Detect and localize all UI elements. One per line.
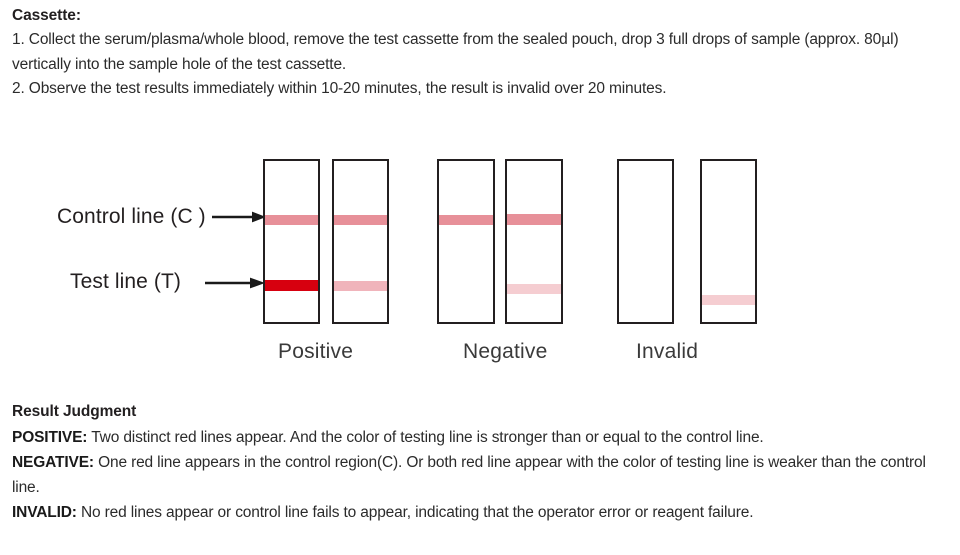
- result-judgment-title: Result Judgment: [12, 403, 137, 420]
- test-strip-positive-2: [332, 159, 389, 324]
- microliter-symbol: μ: [881, 32, 891, 49]
- instructions-block: Cassette: 1. Collect the serum/plasma/wh…: [12, 4, 950, 101]
- test-strip-negative-2: [505, 159, 563, 324]
- test-strip-positive-1: [263, 159, 320, 324]
- result-judgment-block: Result Judgment POSITIVE: Two distinct r…: [12, 400, 950, 525]
- test-band: [702, 295, 755, 305]
- result-label-positive: Positive: [278, 340, 354, 363]
- test-strip-diagram: Control line (C ) Test line (T) Positive…: [0, 140, 960, 385]
- test-strip-invalid-1: [617, 159, 674, 324]
- test-band: [265, 280, 318, 291]
- judgment-row-negative: NEGATIVE: One red line appears in the co…: [12, 450, 950, 500]
- cassette-heading: Cassette:: [12, 7, 81, 24]
- control-line-label: Control line (C ): [57, 205, 206, 228]
- control-band: [439, 215, 493, 225]
- step1-text-part1: 1. Collect the serum/plasma/whole blood,…: [12, 31, 882, 49]
- judgment-label-invalid: INVALID:: [12, 504, 77, 522]
- test-strip-invalid-2: [700, 159, 757, 324]
- judgment-text-positive: Two distinct red lines appear. And the c…: [87, 428, 764, 446]
- judgment-row-invalid: INVALID: No red lines appear or control …: [12, 500, 950, 525]
- test-line-label: Test line (T): [70, 270, 181, 293]
- step1-text-part2: l) vertically into the sample hole of th…: [12, 31, 899, 73]
- control-band: [334, 215, 387, 225]
- test-line-arrow-icon: [205, 277, 265, 289]
- instruction-step-2: 2. Observe the test results immediately …: [12, 79, 667, 97]
- instruction-step-1: 1. Collect the serum/plasma/whole blood,…: [12, 28, 950, 77]
- test-band: [334, 281, 387, 291]
- judgment-label-negative: NEGATIVE:: [12, 453, 94, 471]
- control-band: [507, 214, 561, 225]
- test-band: [507, 284, 561, 294]
- judgment-text-negative: One red line appears in the control regi…: [12, 453, 926, 497]
- result-label-negative: Negative: [463, 340, 548, 363]
- judgment-text-invalid: No red lines appear or control line fail…: [76, 504, 754, 522]
- control-band: [265, 215, 318, 225]
- judgment-label-positive: POSITIVE:: [12, 428, 88, 446]
- test-strip-negative-1: [437, 159, 495, 324]
- control-line-arrow-icon: [212, 211, 266, 223]
- result-label-invalid: Invalid: [636, 340, 699, 363]
- judgment-row-positive: POSITIVE: Two distinct red lines appear.…: [12, 425, 950, 450]
